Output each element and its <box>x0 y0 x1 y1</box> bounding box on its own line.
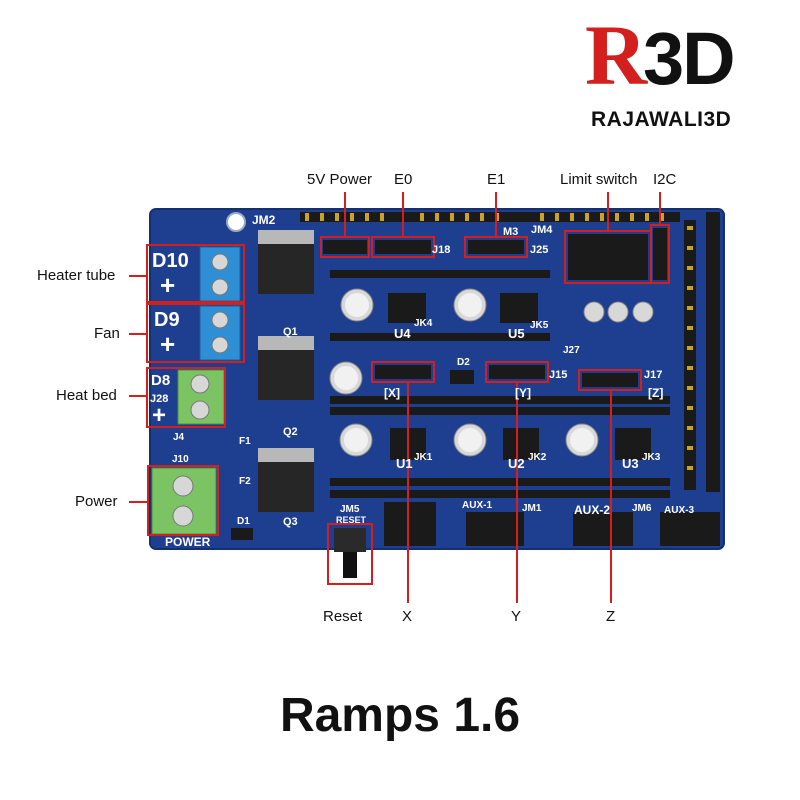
callout-e1: E1 <box>487 171 506 188</box>
silk-jm5: JM5 <box>340 504 360 515</box>
silk-jm2: JM2 <box>252 213 276 227</box>
callout-heater-tube: Heater tube <box>37 267 116 284</box>
silk-jm1: JM1 <box>522 503 542 514</box>
silk-j4: J4 <box>173 432 185 443</box>
power-terminal-block <box>151 467 217 535</box>
callout-heat-bed: Heat bed <box>56 387 117 404</box>
silk-plus-2: + <box>160 329 176 359</box>
silk-f1: F1 <box>239 436 251 447</box>
silk-x: [X] <box>384 386 400 400</box>
headers <box>231 228 720 546</box>
silk-u5: U5 <box>508 326 525 341</box>
silk-q3: Q3 <box>283 516 298 528</box>
silk-jk3: JK3 <box>642 452 661 463</box>
callout-x: X <box>402 608 413 625</box>
silk-power: POWER <box>165 535 211 549</box>
callout-fan: Fan <box>94 325 120 342</box>
silk-u3: U3 <box>622 456 639 471</box>
silk-jm6: JM6 <box>632 503 652 514</box>
callout-limit-switch: Limit switch <box>560 171 638 188</box>
brand-logo-r: R <box>585 7 648 103</box>
silk-jk1: JK1 <box>414 452 433 463</box>
mounting-hole <box>226 212 246 232</box>
mosfet-q1 <box>258 230 314 294</box>
brand-name: RAJAWALI3D <box>591 108 732 131</box>
silk-q2: Q2 <box>283 426 298 438</box>
driver-socket-rows <box>330 270 670 498</box>
silk-d9: D9 <box>154 309 180 331</box>
silk-j17: J17 <box>644 369 663 381</box>
silk-plus-1: + <box>160 270 176 300</box>
right-header-pins <box>684 212 720 492</box>
silk-q1: Q1 <box>283 326 298 338</box>
callout-5v-power: 5V Power <box>307 171 373 188</box>
fan-terminal-block <box>199 305 241 361</box>
silk-jk4: JK4 <box>414 318 433 329</box>
silk-z: [Z] <box>648 386 664 400</box>
silk-d2: D2 <box>457 357 470 368</box>
capacitors <box>329 288 654 457</box>
heater-terminal-block <box>199 246 241 302</box>
page-title: Ramps 1.6 <box>279 689 521 742</box>
leader-lines <box>129 192 661 603</box>
silk-u1: U1 <box>396 456 413 471</box>
silk-j15: J15 <box>549 369 568 381</box>
silk-jk5: JK5 <box>530 320 549 331</box>
silk-j27: J27 <box>563 345 580 356</box>
silk-aux2: AUX-2 <box>574 503 611 517</box>
silk-d8: D8 <box>151 372 171 389</box>
callout-power: Power <box>75 493 118 510</box>
silk-d10: D10 <box>152 250 189 272</box>
top-header-pins <box>300 212 680 222</box>
heatbed-terminal-block <box>177 369 225 425</box>
silk-f2: F2 <box>239 476 251 487</box>
silk-aux3: AUX-3 <box>664 505 695 516</box>
reset-button-component <box>334 528 366 578</box>
silk-jk2: JK2 <box>528 452 547 463</box>
silk-aux1: AUX-1 <box>462 500 493 511</box>
silk-plus-3: + <box>152 402 167 429</box>
mosfet-q2 <box>258 336 314 400</box>
brand-logo-3d: 3D <box>643 17 736 100</box>
callout-z: Z <box>606 608 616 625</box>
silk-m3: M3 <box>503 226 519 238</box>
silk-j28: J28 <box>150 393 169 405</box>
silk-j18: J18 <box>432 244 451 256</box>
silk-j10: J10 <box>172 454 189 465</box>
silk-u2: U2 <box>508 456 525 471</box>
callout-y: Y <box>511 608 522 625</box>
silk-j25: J25 <box>530 244 549 256</box>
silk-y: [Y] <box>515 386 531 400</box>
callout-e0: E0 <box>394 171 413 188</box>
callout-reset: Reset <box>323 608 363 625</box>
silk-u4: U4 <box>394 326 411 341</box>
silk-d1: D1 <box>237 516 250 527</box>
silk-reset: RESET <box>336 515 367 525</box>
mosfet-q3 <box>258 448 314 512</box>
callout-i2c: I2C <box>653 171 677 188</box>
silk-jm4: JM4 <box>531 224 553 236</box>
